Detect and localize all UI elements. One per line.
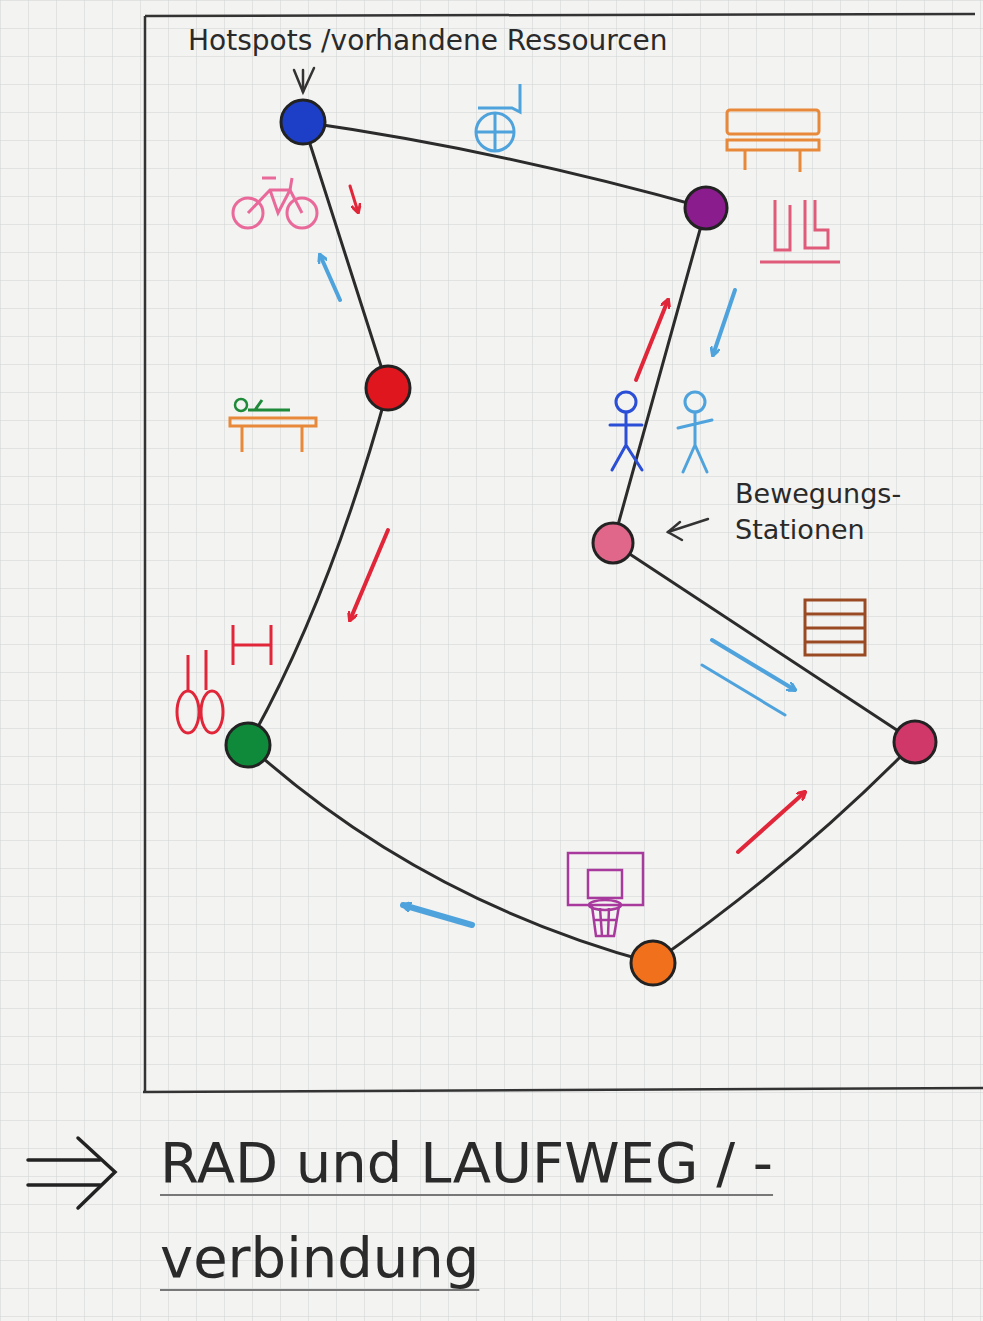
implication-arrow (28, 1138, 115, 1208)
massage-table-icon (230, 399, 316, 452)
boots-icon (760, 200, 840, 262)
bench-icon (727, 110, 819, 172)
handwritten-label: RAD und LAUFWEG / -verbindung (160, 1115, 880, 1305)
direction-arrow (320, 186, 805, 925)
walking-people-icon (610, 392, 712, 472)
leader-arrow (294, 68, 708, 540)
bicycle-icon (233, 178, 317, 228)
frame (143, 14, 983, 1092)
basketball-hoop-icon (568, 853, 643, 936)
rings-icon (177, 625, 271, 733)
handwritten-label: Bewegungs- Stationen (735, 476, 965, 548)
wall-bars-icon (805, 600, 865, 655)
handwritten-label: Hotspots /vorhandene Ressourcen (188, 20, 743, 62)
wheelchair-icon (476, 84, 520, 151)
